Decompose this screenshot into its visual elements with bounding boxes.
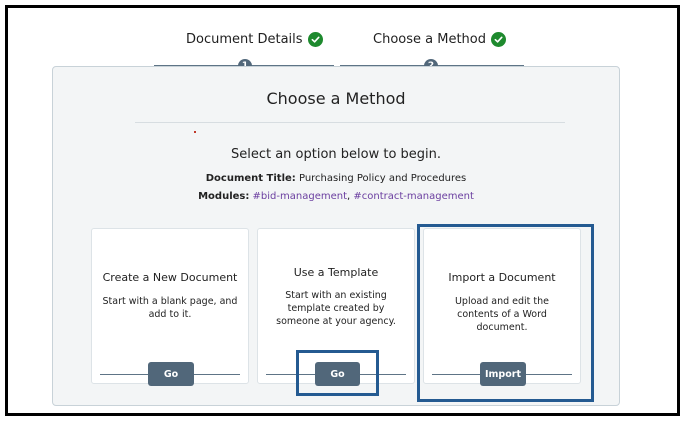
document-title-value: Purchasing Policy and Procedures [298, 173, 467, 184]
document-title-label: Document Title: [205, 173, 296, 184]
page-title: Choose a Method [266, 89, 406, 108]
document-title-line: Document Title: Purchasing Policy and Pr… [53, 173, 619, 184]
module-tag-bid-management[interactable]: #bid-management [252, 191, 347, 202]
import-button[interactable]: Import [480, 362, 526, 386]
option-card-new-document[interactable]: Create a New Document Start with a blank… [91, 228, 249, 386]
modules-line: Modules: #bid-management, #contract-mana… [53, 191, 619, 202]
step-document-details: Document Details [186, 32, 323, 47]
checkmark-icon [307, 32, 323, 47]
option-card-template[interactable]: Use a Template Start with an existing te… [257, 228, 415, 386]
highlight-box-template-go [296, 350, 379, 396]
option-title: Use a Template [293, 266, 379, 279]
instruction-text: Select an option below to begin. [230, 147, 442, 162]
step-label: Choose a Method [373, 32, 486, 47]
module-separator: , [347, 191, 351, 202]
highlight-box-import-card [417, 224, 594, 402]
choose-method-panel: Choose a Method Select an option below t… [52, 66, 620, 406]
stray-dot [194, 131, 196, 133]
step-label: Document Details [186, 32, 303, 47]
option-description: Upload and edit the contents of a Word d… [454, 296, 550, 333]
go-button-template[interactable]: Go [315, 362, 360, 386]
module-tag-contract-management[interactable]: #contract-management [353, 191, 474, 202]
modules-label: Modules: [198, 191, 250, 202]
option-title: Import a Document [448, 271, 556, 284]
option-title: Create a New Document [102, 271, 238, 284]
title-divider [135, 122, 565, 123]
option-description: Start with an existing template created … [276, 290, 396, 327]
option-card-import[interactable]: Import a Document Upload and edit the co… [423, 228, 581, 386]
option-description: Start with a blank page, and add to it. [102, 296, 238, 320]
step-choose-method: Choose a Method [373, 32, 506, 47]
checkmark-icon [490, 32, 506, 47]
go-button-new-document[interactable]: Go [148, 362, 194, 386]
